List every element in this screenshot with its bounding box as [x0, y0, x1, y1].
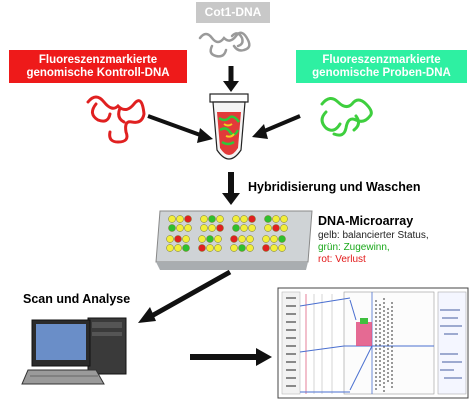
analysis-result-thumbnail	[277, 287, 469, 399]
arrow-sample-to-tube-head	[252, 124, 268, 139]
arrow-sample-to-tube	[261, 114, 301, 134]
cot1-dna-label: Cot1-DNA	[204, 5, 262, 19]
sample-dna-line1: Fluoreszenzmarkierte	[322, 54, 441, 66]
sample-dna-squiggle	[320, 97, 373, 137]
control-dna-line2: genomische Kontroll-DNA	[26, 67, 170, 79]
control-dna-label-box: Fluoreszenzmarkierte genomische Kontroll…	[9, 50, 187, 83]
microarray-slide	[155, 210, 313, 270]
arrow-control-to-tube-head	[197, 128, 213, 143]
hybridization-label: Hybridisierung und Waschen	[248, 180, 421, 194]
legend-red: rot: Verlust	[318, 254, 366, 265]
control-dna-line1: Fluoreszenzmarkierte	[38, 54, 158, 66]
legend-yellow: gelb: balancierter Status,	[318, 230, 429, 241]
arrow-tube-to-array-head	[222, 193, 240, 205]
computer-icon	[21, 317, 127, 385]
arrow-cot1-to-tube-head	[223, 81, 239, 92]
microarray-spots	[166, 215, 288, 252]
arrow-control-to-tube	[147, 114, 204, 138]
sample-dna-label-box: Fluoreszenzmarkierte genomische Proben-D…	[296, 50, 467, 83]
control-dna-squiggle	[86, 95, 146, 144]
arrow-array-to-computer	[146, 269, 232, 321]
sample-dna-line2: genomische Proben-DNA	[312, 67, 451, 79]
cot1-dna-label-box: Cot1-DNA	[196, 2, 270, 23]
scan-analysis-label: Scan und Analyse	[23, 292, 131, 306]
legend-green: grün: Zugewinn,	[318, 242, 390, 253]
microarray-title: DNA-Microarray	[318, 214, 414, 228]
reaction-tube-icon	[209, 93, 249, 160]
arrow-computer-to-result-head	[256, 348, 272, 366]
arrow-array-to-computer-head	[138, 307, 156, 323]
cot1-dna-squiggle	[198, 31, 251, 58]
